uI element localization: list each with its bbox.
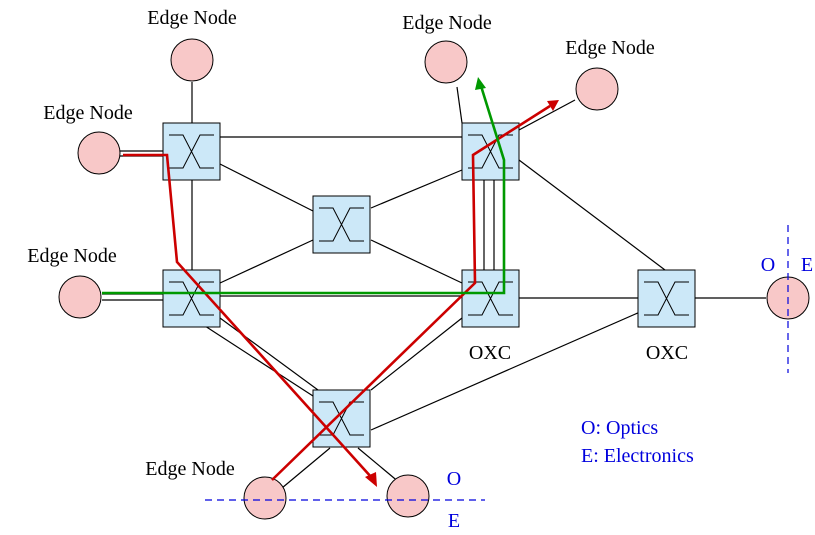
link-mr-bottom	[370, 317, 463, 391]
oxc-switch-far-right	[637, 269, 696, 328]
link-tr-center	[370, 169, 463, 209]
fiber-links	[102, 82, 766, 489]
edge-node-label-top-middle: Edge Node	[402, 12, 492, 34]
edge-node-label-left-middle: Edge Node	[27, 245, 117, 267]
green-path-arrowhead	[475, 77, 486, 90]
legend-electronics: E: Electronics	[581, 445, 694, 467]
oxc-switch-bottom	[312, 389, 371, 448]
oxc-icon	[319, 401, 364, 436]
oxc-icon	[644, 281, 689, 316]
edge-node-left-middle	[58, 275, 102, 319]
link-tl-center	[219, 163, 314, 212]
red-path-arrowhead	[365, 472, 377, 487]
lightpath-red-2	[271, 100, 559, 481]
link-ml-bottom-b	[219, 317, 319, 391]
electronics-side-label-bottom: E	[448, 510, 460, 532]
red-path-arrowhead	[547, 100, 559, 111]
oxc-switch-center	[312, 195, 371, 254]
oxc-icon	[169, 134, 214, 169]
legend-optics: O: Optics	[581, 417, 658, 439]
electronics-side-label-right: E	[801, 254, 813, 276]
red-path-line	[271, 104, 551, 481]
red-path-line	[123, 153, 373, 479]
link-ml-bottom-a	[204, 325, 314, 397]
edge-node-top-left	[170, 38, 214, 82]
link-tr-edge-top	[456, 86, 463, 124]
lightpath-red-1	[123, 153, 377, 487]
green-path-line	[102, 85, 506, 295]
edge-node-top-middle	[424, 40, 468, 84]
oxc-label-middle-right: OXC	[469, 342, 511, 364]
oxc-icon	[319, 207, 364, 242]
edge-node-bottom-right	[386, 474, 430, 518]
edge-node-top-right	[575, 67, 619, 111]
link-far-right-bottom	[370, 311, 641, 431]
oxc-switch-middle-right	[461, 269, 520, 328]
oxc-switch-top-left	[162, 122, 221, 181]
link-center-mr	[370, 239, 463, 284]
lightpath-green	[102, 77, 506, 295]
edge-node-label-left-top: Edge Node	[43, 102, 133, 124]
oxc-label-far-right: OXC	[646, 342, 688, 364]
link-tr-far-right	[518, 159, 666, 271]
optics-side-label-bottom: O	[447, 468, 461, 490]
optics-side-label-right: O	[761, 254, 775, 276]
edge-node-label-bottom-left: Edge Node	[145, 458, 235, 480]
link-ml-center	[219, 239, 314, 284]
oxc-icon	[169, 281, 214, 316]
edge-node-bottom-left	[243, 476, 287, 520]
link-bottom-edge-right	[357, 447, 401, 484]
link-bottom-edge-left	[281, 447, 331, 489]
link-tr-edge-right	[518, 99, 576, 131]
edge-node-label-top-left: Edge Node	[147, 7, 237, 29]
edge-node-left-top	[77, 131, 121, 175]
edge-node-label-top-right: Edge Node	[565, 37, 655, 59]
